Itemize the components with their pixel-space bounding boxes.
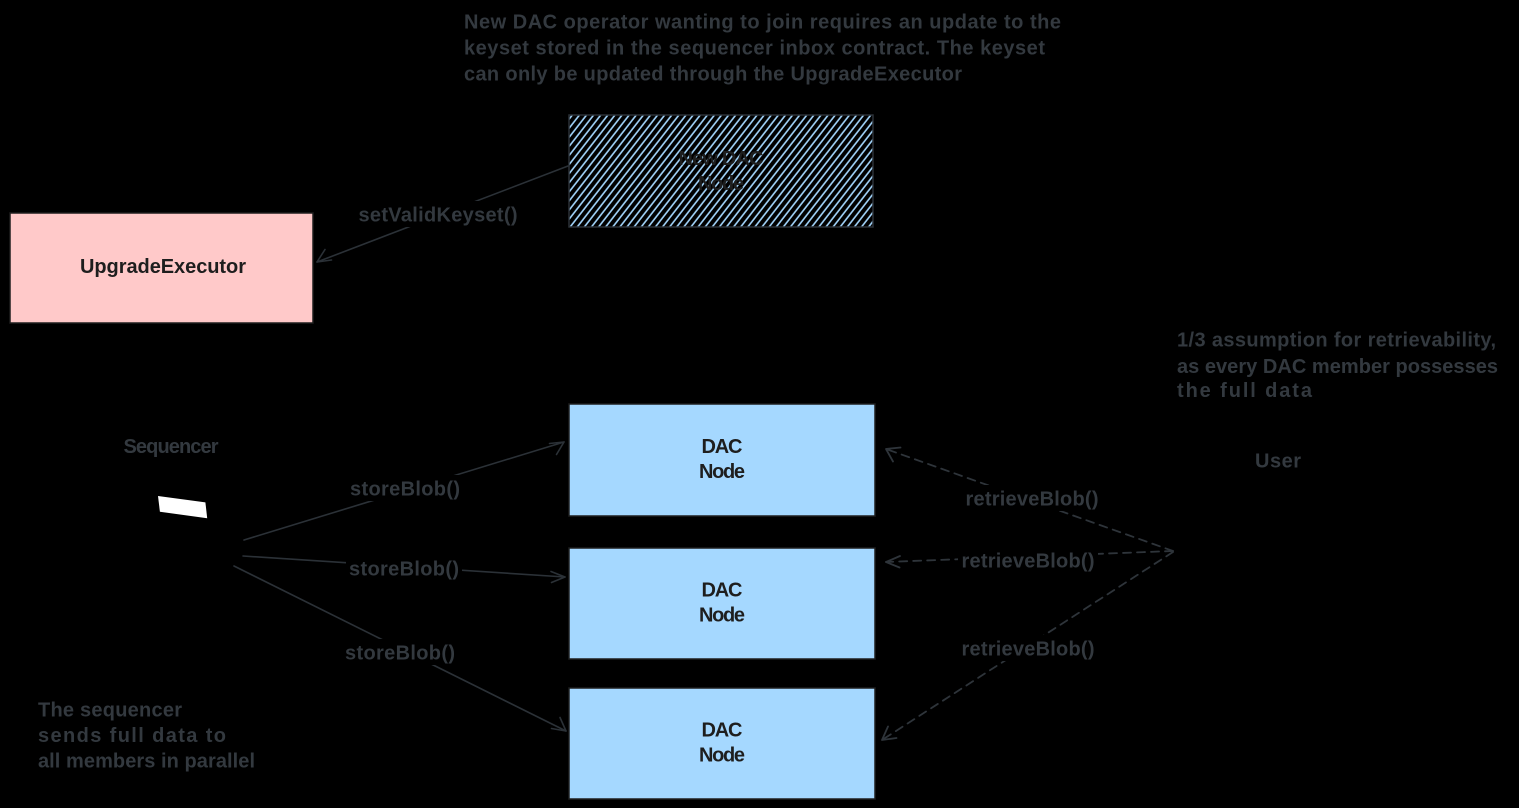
svg-text:storeBlob(): storeBlob(): [349, 558, 459, 580]
svg-text:New DAC operator wanting to jo: New DAC operator wanting to join require…: [464, 12, 1061, 34]
svg-text:the full data: the full data: [1177, 380, 1313, 402]
svg-text:as every DAC member possesses: as every DAC member possesses: [1177, 356, 1498, 378]
svg-text:DAC: DAC: [702, 580, 743, 602]
svg-text:setValidKeyset(): setValidKeyset(): [359, 204, 518, 226]
svg-text:Node: Node: [699, 605, 745, 627]
svg-text:DAC: DAC: [702, 720, 743, 742]
svg-text:storeBlob(): storeBlob(): [345, 642, 455, 664]
svg-text:UpgradeExecutor: UpgradeExecutor: [80, 256, 246, 278]
svg-text:keyset stored in the sequencer: keyset stored in the sequencer inbox con…: [464, 38, 1045, 60]
svg-text:retrieveBlob(): retrieveBlob(): [962, 550, 1095, 572]
svg-text:storeBlob(): storeBlob(): [350, 478, 460, 500]
svg-text:User: User: [1255, 451, 1301, 473]
svg-text:Node: Node: [698, 173, 744, 195]
svg-text:sends full data to: sends full data to: [38, 725, 226, 747]
svg-text:The sequencer: The sequencer: [38, 699, 182, 721]
svg-text:can only be updated through th: can only be updated through the UpgradeE…: [464, 64, 962, 86]
svg-text:Sequencer: Sequencer: [124, 436, 219, 458]
svg-text:retrieveBlob(): retrieveBlob(): [962, 638, 1095, 660]
svg-text:Node: Node: [699, 745, 745, 767]
svg-text:New DAC: New DAC: [679, 148, 764, 170]
svg-text:all members in parallel: all members in parallel: [38, 751, 255, 773]
svg-text:1/3 assumption for retrievabil: 1/3 assumption for retrievability,: [1177, 330, 1496, 352]
svg-text:DAC: DAC: [702, 436, 743, 458]
svg-text:retrieveBlob(): retrieveBlob(): [966, 488, 1099, 510]
svg-text:Node: Node: [699, 461, 745, 483]
